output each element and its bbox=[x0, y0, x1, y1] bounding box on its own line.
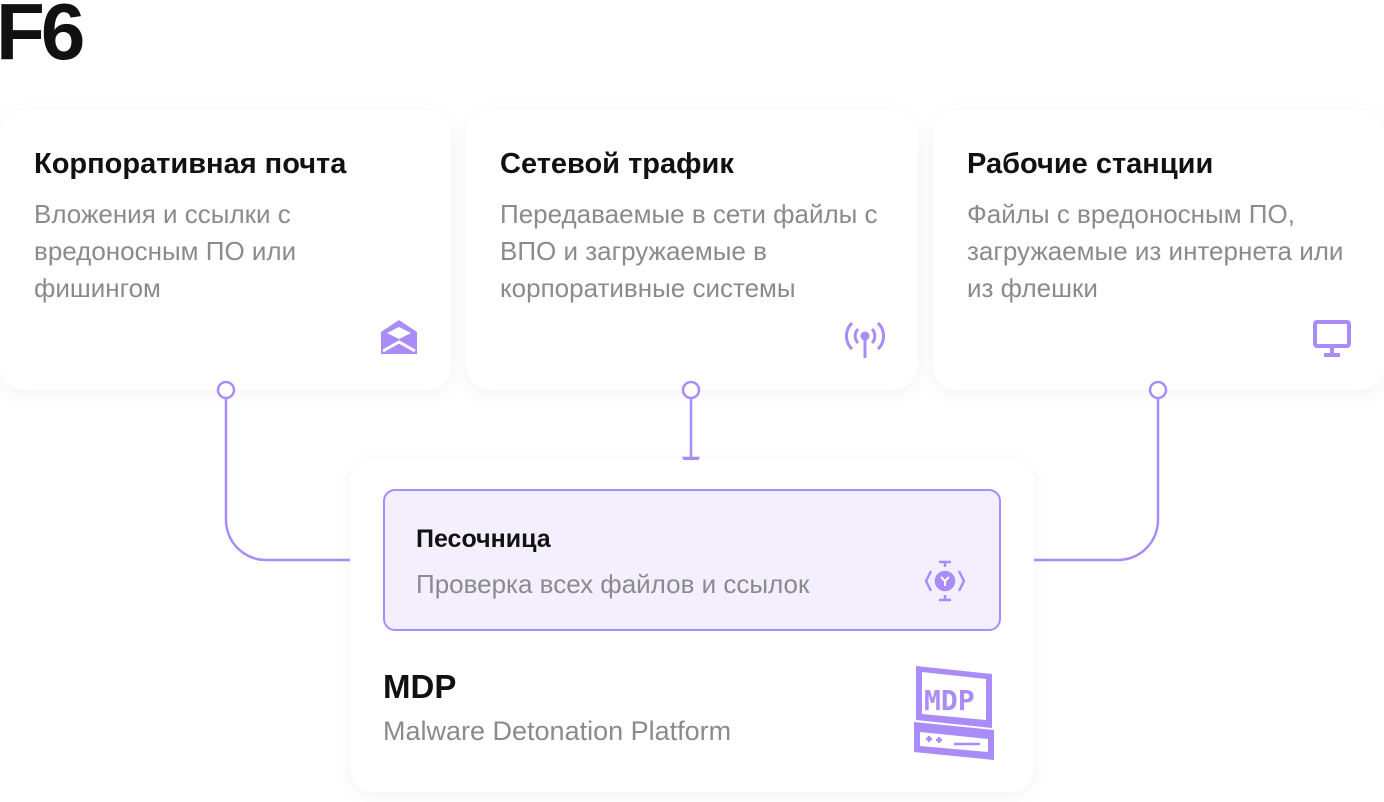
monitor-icon bbox=[1313, 320, 1351, 357]
svg-text:MDP: MDP bbox=[924, 684, 975, 717]
sandbox-description: Проверка всех файлов и ссылок bbox=[416, 569, 810, 599]
sandbox-icon bbox=[924, 560, 966, 602]
card-description: Вложения и ссылки с вредоносным ПО или ф… bbox=[34, 199, 297, 303]
sandbox-box: Песочница Проверка всех файлов и ссылок bbox=[383, 489, 1001, 631]
source-card-email: Корпоративная почта Вложения и ссылки с … bbox=[0, 110, 451, 390]
card-title: Сетевой трафик bbox=[500, 148, 734, 180]
mdp-logo-icon: MDP bbox=[914, 666, 994, 760]
source-card-workstations: Рабочие станции Файлы с вредоносным ПО, … bbox=[933, 110, 1384, 390]
sandbox-title: Песочница bbox=[416, 525, 551, 553]
f6-logo: F6 bbox=[0, 0, 85, 76]
platform-subtitle: Malware Detonation Platform bbox=[383, 716, 732, 746]
card-description: Файлы с вредоносным ПО, загружаемые из и… bbox=[967, 199, 1344, 303]
envelope-icon bbox=[381, 320, 417, 354]
card-title: Корпоративная почта bbox=[34, 148, 347, 180]
card-description: Передаваемые в сети файлы с ВПО и загруж… bbox=[500, 199, 878, 303]
card-title: Рабочие станции bbox=[967, 148, 1214, 180]
source-card-network: Сетевой трафик Передаваемые в сети файлы… bbox=[466, 110, 917, 390]
platform-title: MDP bbox=[383, 668, 457, 705]
antenna-icon bbox=[845, 321, 885, 358]
